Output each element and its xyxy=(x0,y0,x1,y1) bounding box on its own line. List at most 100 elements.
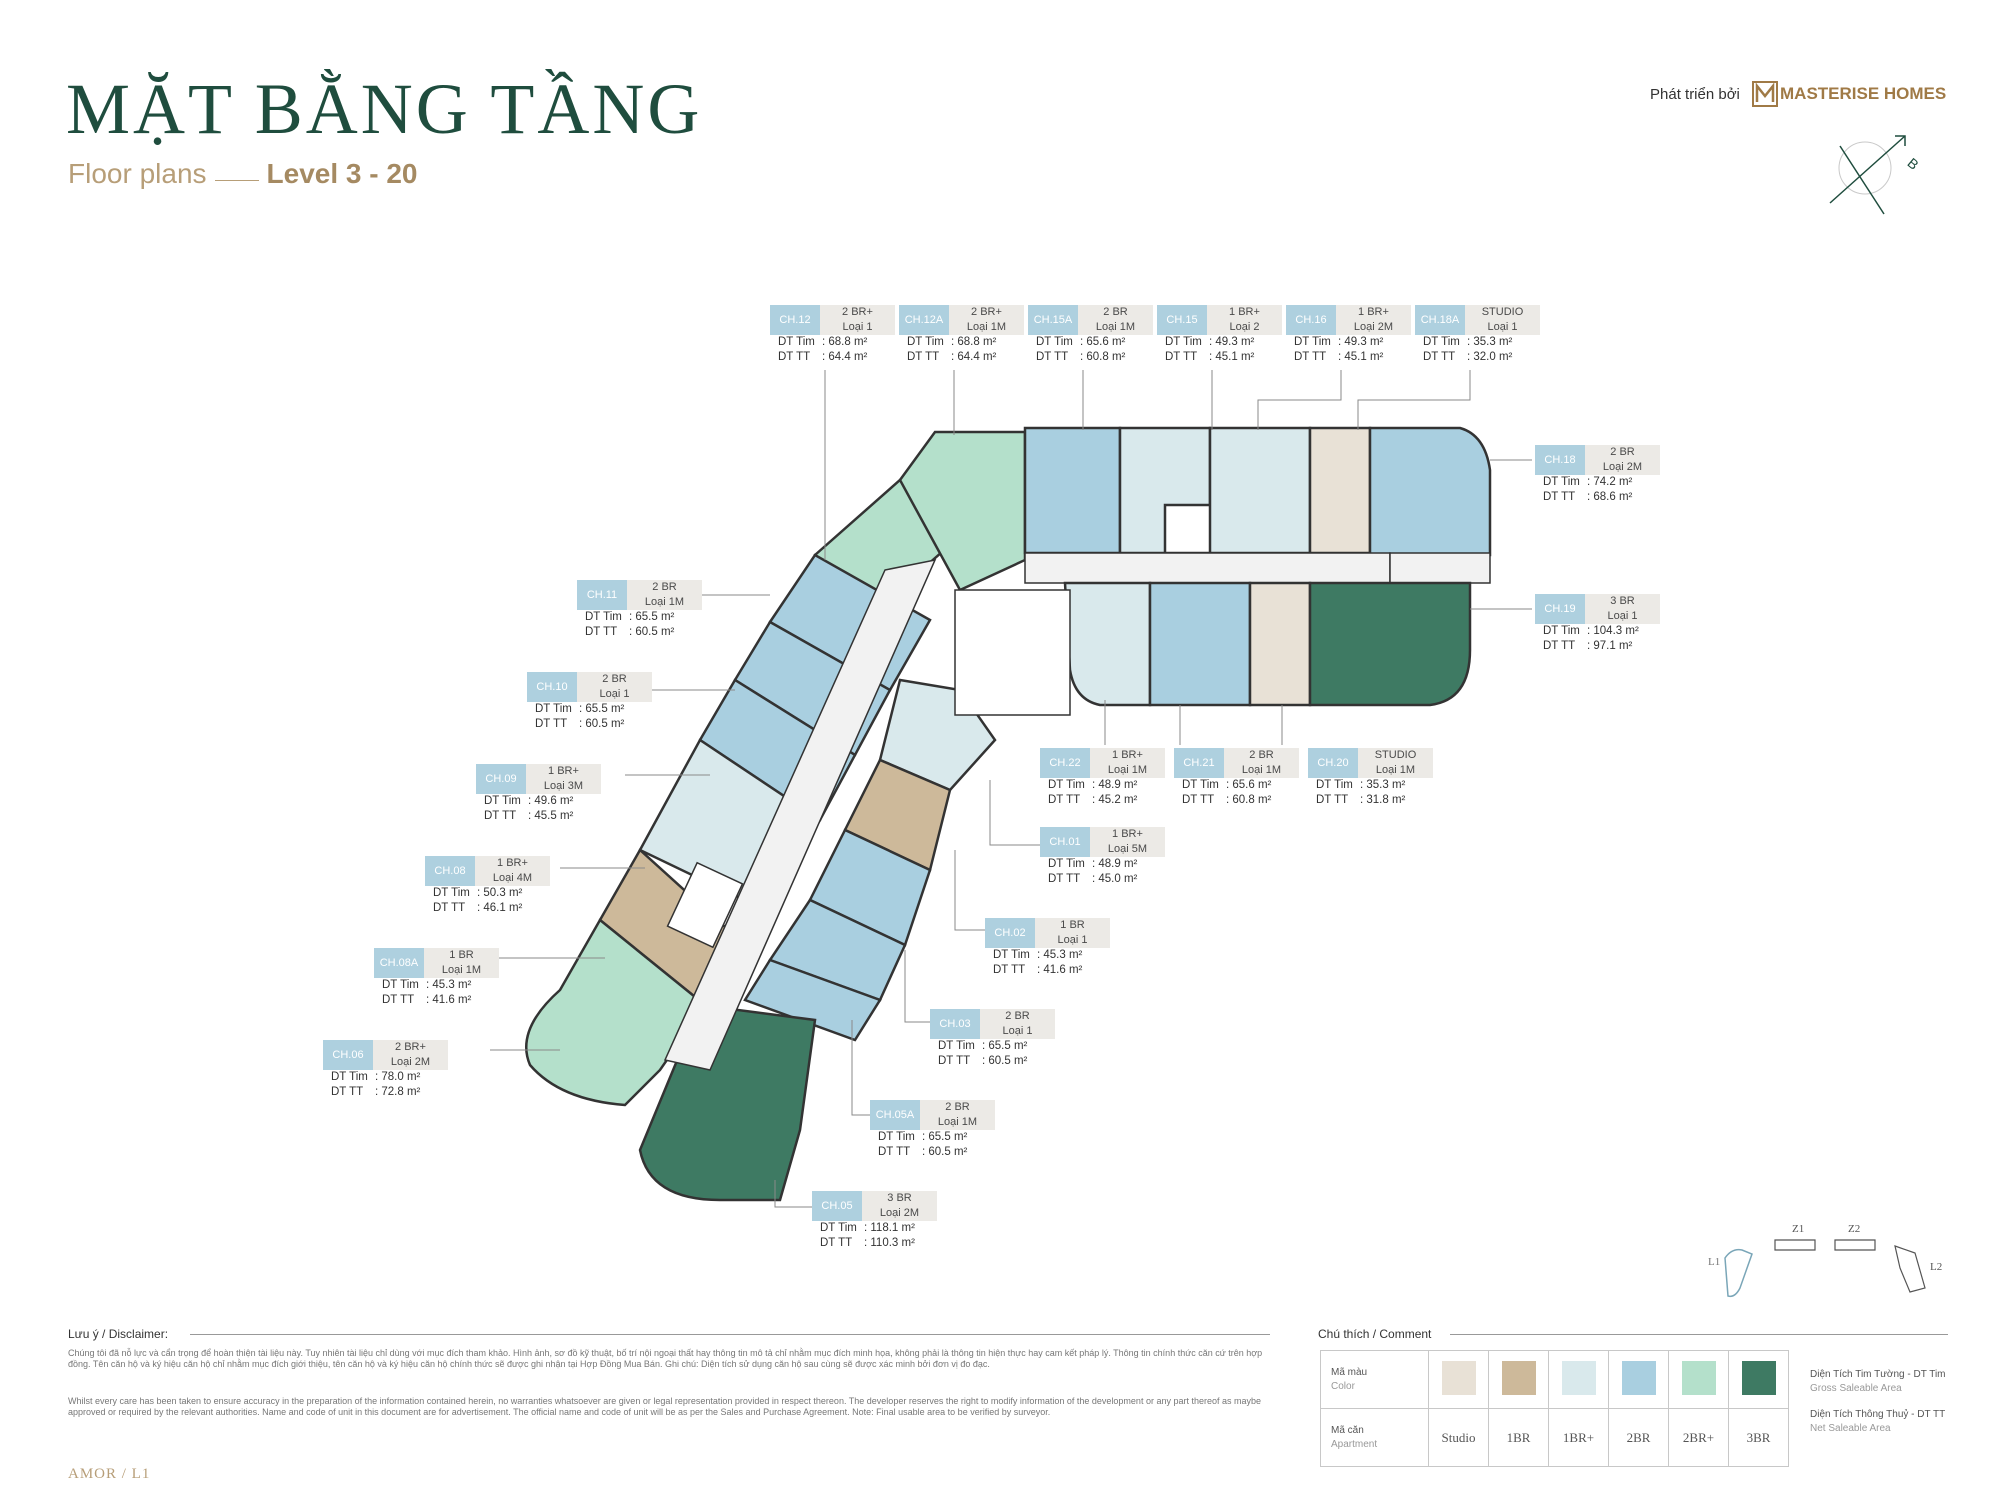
dt-tt-label: DT TT xyxy=(1423,351,1456,363)
masterise-logo-icon xyxy=(1752,81,1778,107)
unit-variant: Loại 2M xyxy=(1602,461,1643,473)
dt-tt-label: DT TT xyxy=(1182,794,1215,806)
unit-code: CH.12 xyxy=(770,305,820,335)
dt-tt-value: : 45.5 m² xyxy=(528,810,574,822)
dt-tt-label: DT TT xyxy=(1165,351,1198,363)
dt-tim-value: : 35.3 m² xyxy=(1467,336,1513,348)
dt-tim-value: : 49.6 m² xyxy=(528,795,574,807)
core-l1 xyxy=(666,861,744,949)
dt-tt-label: DT TT xyxy=(1294,351,1327,363)
dt-tt-label: DT TT xyxy=(585,626,618,638)
dt-tt-label: DT TT xyxy=(938,1055,971,1067)
unit-code: CH.05A xyxy=(870,1100,920,1130)
dt-tt-value: : 41.6 m² xyxy=(426,994,472,1006)
dt-tt-value: : 31.8 m² xyxy=(1360,794,1406,806)
dt-tim-label: DT Tim xyxy=(1543,625,1580,637)
unit-type: 2 BR xyxy=(1005,1010,1030,1022)
unit-type: 1 BR+ xyxy=(1358,306,1389,318)
apartment-label: Mã căn xyxy=(1331,1424,1364,1436)
dt-tim-label: DT Tim xyxy=(1182,779,1219,791)
dt-tt-label: DT TT xyxy=(382,994,415,1006)
unit-ch20 xyxy=(1248,581,1312,707)
swatch-1br-plus xyxy=(1561,1360,1596,1395)
dt-tim-label: DT Tim xyxy=(382,979,419,991)
gross-area-note: Diện Tích Tim Tường - DT Tim Gross Salea… xyxy=(1810,1368,1946,1396)
unit-type: 3 BR xyxy=(1610,595,1635,607)
type-1br: 1BR xyxy=(1488,1408,1549,1467)
dt-tt-value: : 60.8 m² xyxy=(1080,351,1126,363)
dt-tim-value: : 65.6 m² xyxy=(1226,779,1272,791)
unit-type: 1 BR xyxy=(1060,919,1085,931)
unit-ch18 xyxy=(1368,426,1492,557)
dt-tim-label: DT Tim xyxy=(1048,779,1085,791)
dt-tim-value: : 45.3 m² xyxy=(426,979,472,991)
unit-variant: Loại 1M xyxy=(441,964,482,976)
developer-prefix: Phát triển bởi xyxy=(1650,86,1740,103)
swatch-3br xyxy=(1741,1360,1776,1395)
dt-tim-label: DT Tim xyxy=(1048,858,1085,870)
unit-variant: Loại 1M xyxy=(1375,764,1416,776)
unit-variant: Loại 2 xyxy=(1229,321,1260,333)
net-area-note: Diện Tích Thông Thuỷ - DT TT Net Saleabl… xyxy=(1810,1408,1945,1436)
unit-variant: Loại 2M xyxy=(390,1056,431,1068)
dt-tim-value: : 49.3 m² xyxy=(1209,336,1255,348)
unit-code: CH.02 xyxy=(985,918,1035,948)
dt-tt-value: : 60.5 m² xyxy=(922,1146,968,1158)
net-area-label: Diện Tích Thông Thuỷ - DT TT xyxy=(1810,1409,1946,1420)
type-studio: Studio xyxy=(1428,1408,1489,1467)
dt-tt-value: : 72.8 m² xyxy=(375,1086,421,1098)
apartment-sub: Apartment xyxy=(1331,1438,1378,1450)
dt-tt-label: DT TT xyxy=(778,351,811,363)
unit-variant: Loại 1M xyxy=(937,1116,978,1128)
dt-tim-value: : 65.5 m² xyxy=(629,611,675,623)
unit-code: CH.19 xyxy=(1535,594,1585,624)
swatch-2br xyxy=(1621,1360,1656,1395)
unit-type: 1 BR+ xyxy=(1112,828,1143,840)
unit-variant: Loại 1M xyxy=(1095,321,1136,333)
dt-tim-value: : 50.3 m² xyxy=(477,887,523,899)
unit-ch21 xyxy=(1148,581,1252,707)
unit-variant: Loại 4M xyxy=(492,872,533,884)
dt-tim-label: DT Tim xyxy=(993,949,1030,961)
keymap-z2: Z2 xyxy=(1848,1223,1860,1235)
unit-variant: Loại 1M xyxy=(1107,764,1148,776)
unit-code: CH.15 xyxy=(1157,305,1207,335)
unit-ch19 xyxy=(1308,581,1472,707)
key-plan-map: L1 Z1 Z2 L2 xyxy=(1708,1223,1942,1298)
unit-variant: Loại 1 xyxy=(1487,321,1518,333)
unit-code: CH.03 xyxy=(930,1009,980,1039)
unit-type: 1 BR+ xyxy=(1229,306,1260,318)
unit-type: 1 BR xyxy=(449,949,474,961)
unit-variant: Loại 5M xyxy=(1107,843,1148,855)
unit-variant: Loại 1 xyxy=(1002,1025,1033,1037)
dt-tim-label: DT Tim xyxy=(484,795,521,807)
dt-tim-label: DT Tim xyxy=(878,1131,915,1143)
unit-ch18a xyxy=(1308,426,1372,555)
unit-code: CH.08 xyxy=(425,856,475,886)
unit-type: 2 BR xyxy=(1103,306,1128,318)
dt-tt-value: : 45.2 m² xyxy=(1092,794,1138,806)
keymap-l1: L1 xyxy=(1708,1256,1720,1268)
dt-tt-label: DT TT xyxy=(1543,640,1576,652)
unit-variant: Loại 3M xyxy=(543,780,584,792)
dt-tim-value: : 48.9 m² xyxy=(1092,858,1138,870)
dt-tim-label: DT Tim xyxy=(1316,779,1353,791)
dt-tim-value: : 68.8 m² xyxy=(822,336,868,348)
corridor-top xyxy=(1024,552,1391,584)
dt-tt-value: : 60.5 m² xyxy=(579,718,625,730)
unit-variant: Loại 1 xyxy=(842,321,873,333)
dt-tt-value: : 45.1 m² xyxy=(1338,351,1384,363)
dt-tt-value: : 64.4 m² xyxy=(822,351,868,363)
unit-variant: Loại 2M xyxy=(1353,321,1394,333)
dt-tt-value: : 46.1 m² xyxy=(477,902,523,914)
type-2br: 2BR xyxy=(1608,1408,1669,1467)
dt-tim-label: DT Tim xyxy=(938,1040,975,1052)
